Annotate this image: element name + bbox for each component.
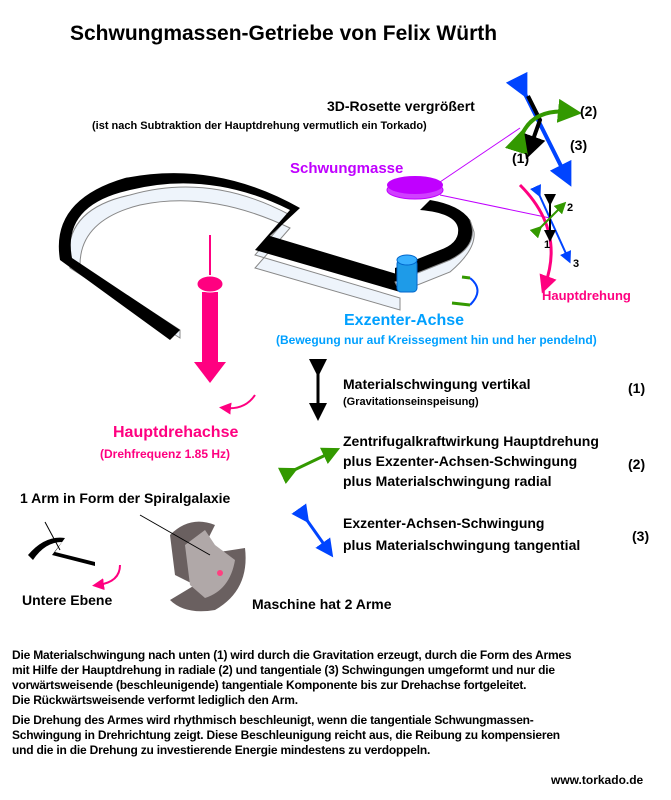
legend-1-line-2: (Gravitationseinspeisung) [343, 396, 479, 408]
legend-arrow-tangential-icon [291, 503, 334, 558]
rosette-pointer [439, 127, 521, 183]
small-rosette-label-3: 3 [573, 258, 580, 270]
paragraph-2-line: und die in die Drehung zu investierende … [12, 743, 431, 757]
legend-arrow-radial-icon [278, 447, 341, 484]
rosette-subtitle: (ist nach Subtraktion der Hauptdrehung v… [92, 120, 427, 132]
legend-3-line-2: plus Materialschwingung tangential [343, 537, 581, 553]
rosette-title: 3D-Rosette vergrößert [327, 98, 475, 114]
eccentric-title: Exzenter-Achse [344, 312, 465, 329]
eccentric-swing-arrow-icon [469, 277, 479, 306]
rosette-label-3: (3) [570, 137, 588, 153]
legend-3-number: (3) [632, 528, 650, 544]
legend-2-number: (2) [628, 456, 646, 472]
main-axis-title: Hauptdrehachse [113, 424, 239, 441]
rosette-label-2: (2) [580, 103, 598, 119]
machine-photo [139, 514, 246, 612]
rosette-3d-icon [504, 71, 582, 187]
main-axis-shaft [202, 292, 218, 362]
paragraph-1-line: vorwärtsweisende (beschleunigende) tange… [12, 678, 527, 692]
single-arm-icon [28, 521, 121, 591]
main-rotation-label: Hauptdrehung [542, 288, 631, 303]
rotation-arrow-icon [219, 394, 256, 415]
main-axis-arrow-icon [194, 362, 226, 383]
machine-label: Maschine hat 2 Arme [252, 596, 392, 612]
paragraph-1-line: Die Rückwärtsweisende verformt lediglich… [12, 693, 298, 707]
legend-2-line-1: Zentrifugalkraftwirkung Hauptdrehung [343, 433, 599, 449]
rosette-small-icon [518, 183, 571, 294]
eccentric-subtitle: (Bewegung nur auf Kreissegment hin und h… [276, 333, 597, 347]
flywheel-label: Schwungmasse [290, 160, 404, 177]
paragraph-1-line: Die Materialschwingung nach unten (1) wi… [12, 648, 572, 662]
legend-1-line-1: Materialschwingung vertikal [343, 376, 531, 392]
legend-3-line-1: Exzenter-Achsen-Schwingung [343, 515, 545, 531]
small-rosette-label-2: 2 [567, 202, 574, 214]
arm-label: 1 Arm in Form der Spiralgalaxie [20, 490, 231, 506]
main-axis-hub [196, 275, 224, 293]
paragraph-1: Die Materialschwingung nach unten (1) wi… [12, 648, 572, 708]
main-axis-subtitle: (Drehfrequenz 1.85 Hz) [100, 447, 231, 461]
paragraph-2-line: Die Drehung des Armes wird rhythmisch be… [12, 713, 534, 727]
paragraph-1-line: mit Hilfe der Hauptdrehung in radiale (2… [12, 663, 555, 677]
legend-2-line-3: plus Materialschwingung radial [343, 473, 552, 489]
page-title: Schwungmassen-Getriebe von Felix Würth [70, 22, 498, 45]
small-rosette-label-1: 1 [544, 239, 551, 251]
legend-2-line-2: plus Exzenter-Achsen-Schwingung [343, 453, 578, 469]
footer-url[interactable]: www.torkado.de [551, 773, 644, 787]
paragraph-2: Die Drehung des Armes wird rhythmisch be… [12, 713, 560, 758]
lower-level-label: Untere Ebene [22, 592, 113, 608]
paragraph-2-line: Schwingung in Drehrichtung zeigt. Diese … [12, 728, 560, 742]
legend-1-number: (1) [628, 380, 646, 396]
rosette-label-1: (1) [512, 150, 530, 166]
